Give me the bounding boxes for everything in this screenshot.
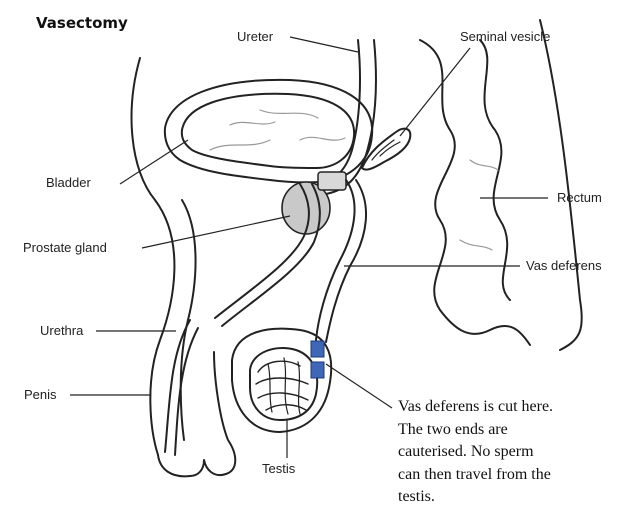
cut-marker-lower — [311, 362, 324, 378]
ejaculatory-duct — [318, 172, 346, 190]
vas-deferens-2 — [326, 180, 366, 342]
note-line: The two ends are — [398, 419, 622, 442]
label-vas-deferens: Vas deferens — [526, 259, 602, 272]
testis-texture-1 — [256, 361, 308, 410]
body-outline-inner — [181, 200, 196, 440]
diagram-title: Vasectomy — [36, 14, 128, 32]
bladder-inner — [182, 94, 354, 168]
label-ureter: Ureter — [237, 30, 273, 43]
leader-bladder — [120, 140, 188, 184]
body-back — [540, 20, 582, 350]
note-line: Vas deferens is cut here. — [398, 396, 622, 419]
note-line: cauterised. No sperm — [398, 441, 622, 464]
label-seminal-vesicle: Seminal vesicle — [460, 30, 550, 43]
label-rectum: Rectum — [557, 191, 602, 204]
cut-marker-upper — [311, 341, 324, 357]
leader-prostate — [142, 216, 290, 248]
seminal-vesicle-coil — [372, 140, 400, 160]
label-testis: Testis — [262, 462, 295, 475]
label-urethra: Urethra — [40, 324, 83, 337]
rectum-outer — [420, 40, 530, 345]
urethra-line-1 — [165, 320, 190, 452]
rectum-inner — [480, 40, 510, 300]
cut-explanation-note: Vas deferens is cut here. The two ends a… — [398, 396, 622, 509]
label-penis: Penis — [24, 388, 57, 401]
bladder-wrinkle-3 — [230, 122, 275, 125]
rectum-texture — [460, 160, 498, 250]
leader-seminal-vesicle — [400, 48, 470, 136]
note-line: testis. — [398, 486, 622, 509]
penis-outline — [158, 352, 235, 476]
bladder-wrinkle-4 — [300, 137, 345, 140]
bladder-wrinkle-1 — [210, 140, 270, 150]
bladder-wrinkle-2 — [260, 110, 318, 118]
note-line: can then travel from the — [398, 464, 622, 487]
leader-ureter — [290, 37, 358, 52]
bladder-outer — [165, 80, 372, 183]
label-prostate-gland: Prostate gland — [23, 241, 107, 254]
leader-cut — [326, 364, 392, 408]
label-bladder: Bladder — [46, 176, 91, 189]
